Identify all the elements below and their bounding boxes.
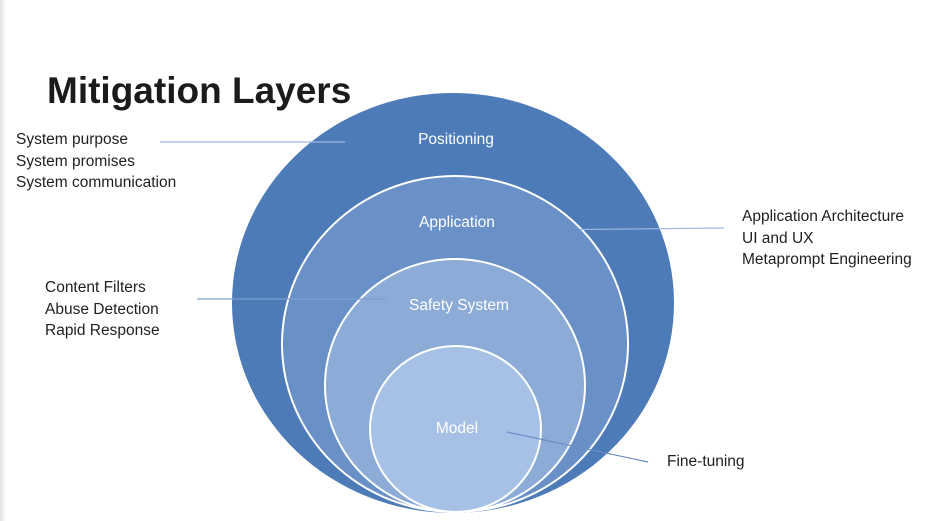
annotation-line: UI and UX (742, 229, 814, 247)
annotation-line: System communication (16, 174, 177, 191)
circle-model (369, 345, 542, 513)
annotation-line: Metaprompt Engineering (742, 251, 912, 268)
label-application: Application (419, 214, 495, 231)
annotation-line: Rapid Response (45, 322, 160, 339)
slide-title: Mitigation Layers (47, 69, 352, 111)
label-model: Model (435, 420, 479, 437)
label-safety-system: Safety System (409, 297, 509, 314)
annotation-positioning: System purpose System promises System co… (16, 129, 176, 194)
annotation-line: Abuse Detection (45, 300, 159, 318)
annotation-line: Application Architecture (742, 208, 904, 225)
annotation-line: Content Filters (45, 279, 146, 296)
label-positioning: Positioning (418, 131, 494, 148)
annotation-application: Application Architecture UI and UX Metap… (742, 206, 912, 271)
annotation-line: Fine-tuning (667, 453, 745, 470)
annotation-line: System purpose (16, 131, 128, 148)
slide-left-edge-shade (0, 0, 6, 521)
annotation-line: System promises (16, 152, 135, 170)
annotation-safety-system: Content Filters Abuse Detection Rapid Re… (45, 277, 160, 342)
annotation-fine-tuning: Fine-tuning (667, 451, 745, 473)
